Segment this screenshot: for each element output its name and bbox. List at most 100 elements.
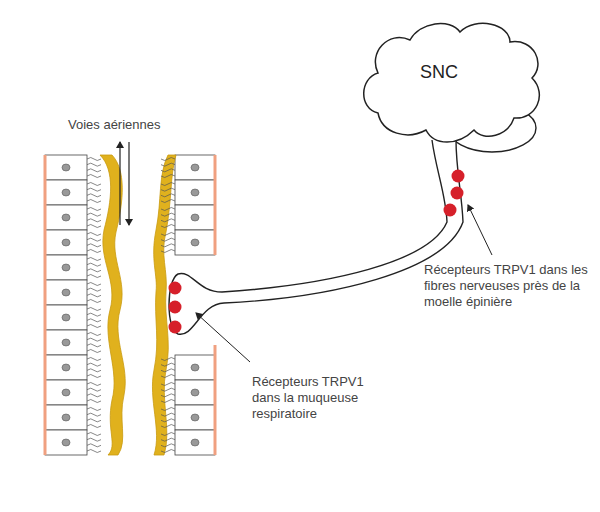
cilium	[161, 375, 175, 378]
nerve-fiber	[169, 140, 463, 334]
cell-nucleus	[62, 439, 70, 446]
cell-nucleus	[62, 314, 70, 321]
cilium	[87, 388, 101, 391]
cilium	[161, 425, 175, 428]
cilium	[87, 433, 101, 436]
airflow-arrow	[128, 142, 129, 225]
cilium	[87, 233, 101, 236]
cilium	[161, 408, 175, 411]
cilium	[87, 363, 101, 366]
epithelial-cell	[175, 405, 215, 430]
cell-nucleus	[191, 164, 199, 171]
receptor-dot	[452, 170, 465, 183]
epithelial-cell	[175, 205, 215, 230]
cilium	[87, 294, 101, 297]
cilia	[87, 158, 175, 453]
cell-nucleus	[62, 364, 70, 371]
cilium	[161, 369, 175, 372]
cilium	[161, 413, 175, 416]
cilium	[87, 313, 101, 316]
cilium	[161, 225, 175, 228]
cilium	[161, 394, 175, 397]
cilium	[87, 258, 101, 261]
epithelial-cell	[175, 430, 215, 455]
epithelial-cell	[45, 405, 87, 430]
cilium	[87, 163, 101, 166]
epithelial-cell	[45, 180, 87, 205]
cilium	[87, 400, 101, 403]
receptor-dot	[444, 204, 457, 217]
epithelial-cell	[45, 355, 87, 380]
cell-nucleus	[62, 239, 70, 246]
cilium	[87, 413, 101, 416]
cell-nucleus	[62, 189, 70, 196]
leader-arrow	[468, 205, 492, 255]
cilium	[87, 213, 101, 216]
epithelial-cell	[45, 230, 87, 255]
cilium	[161, 444, 175, 447]
epithelial-cell	[45, 155, 87, 180]
brain-cloud: SNC	[358, 18, 546, 148]
epithelial-cell	[45, 330, 87, 355]
cilium	[87, 158, 101, 161]
cilium	[161, 433, 175, 436]
cilium	[87, 358, 101, 361]
receptor-caption: Récepteurs TRPV1 dans les fibres nerveus…	[424, 262, 600, 310]
cell-nucleus	[191, 214, 199, 221]
cilium	[87, 450, 101, 453]
cilium	[87, 238, 101, 241]
cilium	[161, 244, 175, 247]
cilium	[161, 175, 175, 178]
cilium	[87, 344, 101, 347]
epithelial-cell	[45, 380, 87, 405]
cilium	[161, 213, 175, 216]
cilium	[87, 225, 101, 228]
cilium	[87, 283, 101, 286]
cilium	[161, 450, 175, 453]
cilium	[161, 400, 175, 403]
cilium	[87, 288, 101, 291]
cilium	[161, 238, 175, 241]
receptor-dot	[169, 321, 182, 334]
cilium	[87, 194, 101, 197]
receptor-dot	[451, 187, 464, 200]
cilium	[161, 200, 175, 203]
cell-nucleus	[191, 414, 199, 421]
cilium	[161, 163, 175, 166]
epithelial-cell	[175, 155, 215, 180]
receptor-dot	[169, 282, 182, 295]
leader-arrow	[196, 313, 250, 362]
receptor-dot	[169, 301, 182, 314]
epithelial-cell	[45, 280, 87, 305]
cilium	[87, 250, 101, 253]
cilium	[87, 425, 101, 428]
cell-nucleus	[62, 289, 70, 296]
cell-nucleus	[62, 339, 70, 346]
cell-nucleus	[62, 164, 70, 171]
cilium	[87, 319, 101, 322]
cilium	[87, 275, 101, 278]
cilium	[87, 383, 101, 386]
epithelial-cell	[45, 430, 87, 455]
cilium	[87, 419, 101, 422]
cilium	[87, 200, 101, 203]
receptor-caption: Récepteurs TRPV1 dans la muqueuse respir…	[252, 374, 392, 422]
cilium	[87, 308, 101, 311]
epithelial-cell	[175, 380, 215, 405]
epithelial-cell	[45, 205, 87, 230]
cilium	[87, 408, 101, 411]
cilium	[161, 233, 175, 236]
epithelial-cell	[45, 255, 87, 280]
cell-nucleus	[191, 389, 199, 396]
cell-nucleus	[62, 389, 70, 396]
cloud-outline	[358, 18, 546, 148]
cilium	[87, 208, 101, 211]
cilium	[161, 158, 175, 161]
cilium	[87, 219, 101, 222]
airflow-arrow	[119, 142, 120, 225]
cilium	[87, 244, 101, 247]
cell-nucleus	[62, 264, 70, 271]
cilium	[161, 419, 175, 422]
epithelial-cell	[175, 230, 215, 255]
cilium	[87, 183, 101, 186]
